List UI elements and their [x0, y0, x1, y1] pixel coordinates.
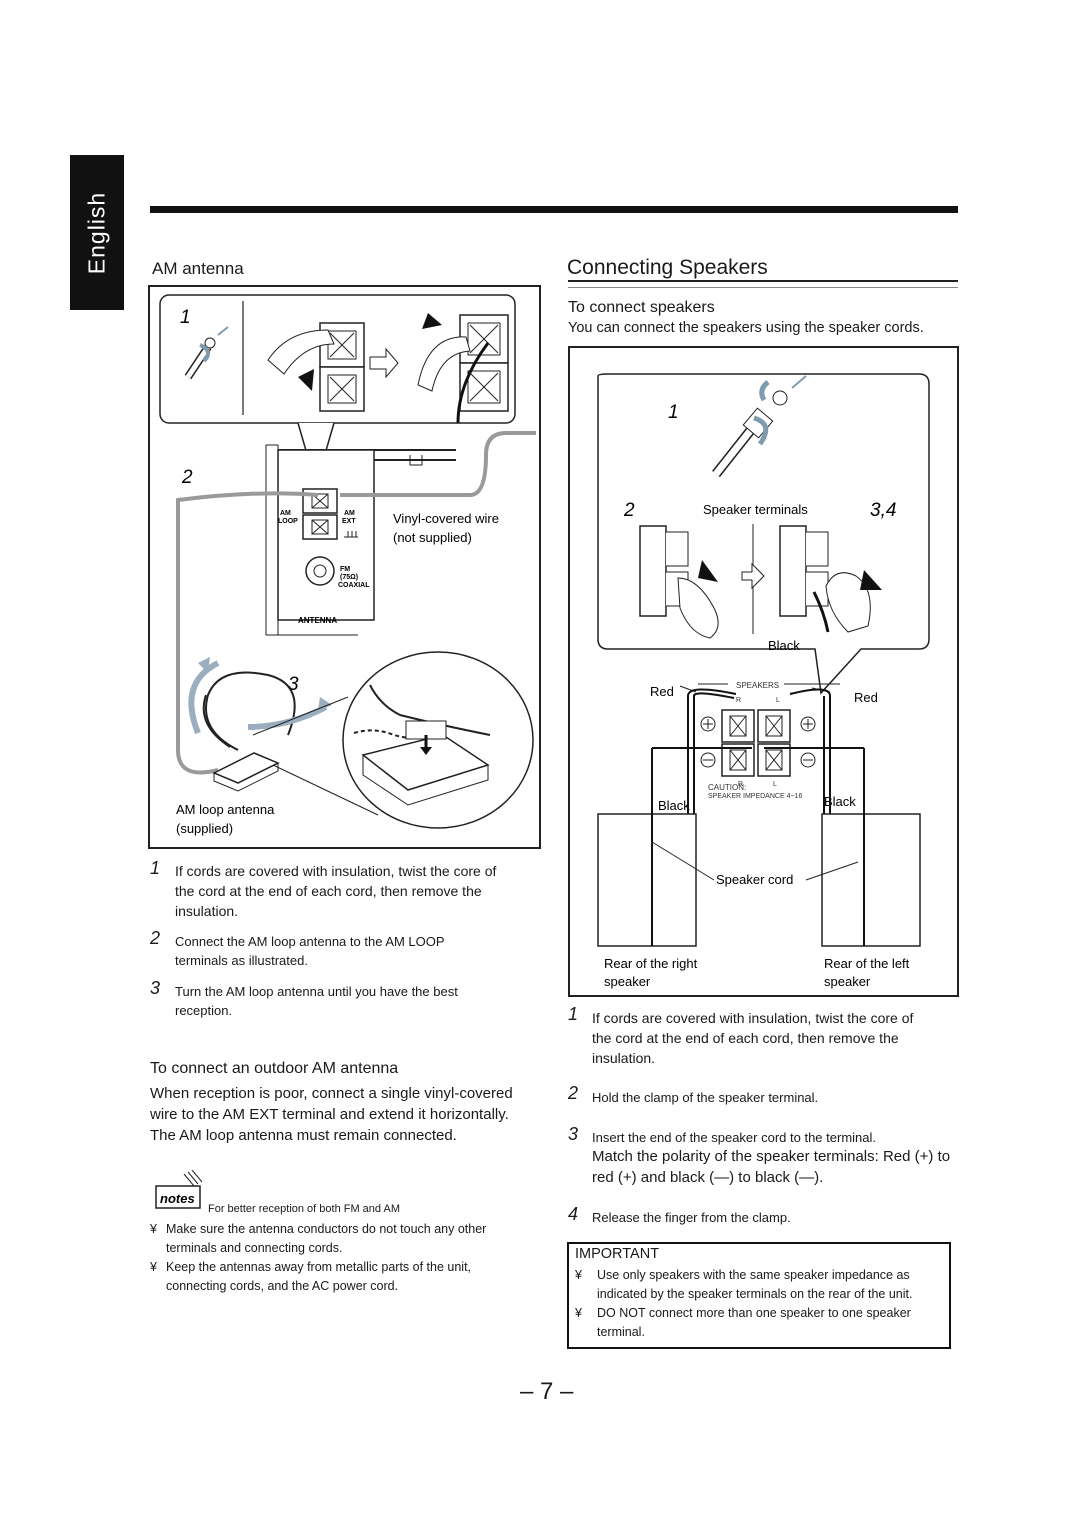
svg-text:EXT: EXT	[342, 518, 356, 525]
am-figure-frame	[148, 285, 541, 849]
svg-text:ANTENNA: ANTENNA	[298, 616, 337, 625]
important-box	[567, 1242, 951, 1349]
vinyl-wire-label-l1: Vinyl-covered wire	[393, 511, 499, 526]
notes-icon: notes	[150, 1169, 210, 1220]
sp-step34-label: 3,4	[870, 500, 896, 521]
black-left-label: Black	[658, 798, 690, 813]
speaker-figure: 1 2 3,4 Speaker terminals Black Red Red …	[568, 346, 959, 997]
language-tab-label: English	[83, 191, 110, 275]
clamp-press-drawing	[267, 313, 509, 424]
svg-text:AM: AM	[280, 510, 291, 517]
sp-step-number-4: 4	[568, 1204, 579, 1224]
wire-twist-icon	[184, 326, 229, 380]
caution-label: CAUTION:	[708, 783, 746, 792]
page-title: Connecting Speakers	[567, 256, 768, 279]
rear-left-label-l1: Rear of the left	[824, 956, 910, 971]
am-step-3-text: Turn the AM loop antenna until you have …	[175, 984, 458, 1018]
svg-text:COAXIAL: COAXIAL	[338, 582, 370, 589]
sp-step-number-2: 2	[568, 1083, 579, 1103]
black-top-label: Black	[768, 638, 800, 653]
polarity-text: Match the polarity of the speaker termin…	[592, 1148, 951, 1186]
terminal-press-left	[639, 525, 719, 639]
connect-speakers-intro: You can connect the speakers using the s…	[568, 320, 924, 336]
sp-step1-label: 1	[668, 402, 679, 423]
note-item: ¥ Make sure the antenna conductors do no…	[150, 1222, 487, 1255]
black-right-label: Black	[824, 794, 856, 809]
svg-text:L: L	[776, 697, 780, 704]
am-step3-label: 3	[288, 674, 299, 695]
speaker-terminal-block	[700, 709, 816, 777]
svg-text:AM: AM	[344, 510, 355, 517]
am-step-number-2: 2	[150, 928, 161, 948]
svg-text:R: R	[736, 697, 741, 704]
sp-step-number-3: 3	[568, 1124, 579, 1144]
loop-detail-circle	[342, 651, 534, 829]
connect-speakers-heading: To connect speakers	[568, 299, 715, 316]
loop-antenna-drawing	[188, 657, 332, 792]
am-antenna-heading: AM antenna	[152, 259, 244, 278]
red-left-label: Red	[650, 684, 674, 699]
page-number: – 7 –	[520, 1378, 574, 1405]
svg-text:LOOP: LOOP	[278, 518, 298, 525]
svg-text:FM: FM	[340, 566, 350, 573]
rear-left-label-l2: speaker	[824, 974, 871, 989]
left-speaker-rear	[821, 813, 921, 947]
terminal-press-right	[779, 525, 882, 633]
outdoor-antenna-heading: To connect an outdoor AM antenna	[150, 1060, 399, 1077]
speaker-cord-label: Speaker cord	[716, 872, 793, 887]
speakers-panel-label: SPEAKERS	[736, 681, 779, 690]
speaker-wire-twist-icon	[712, 375, 807, 478]
vinyl-wire-label-l2: (not supplied)	[393, 530, 472, 545]
am-step-2-text: Connect the AM loop antenna to the AM LO…	[175, 934, 445, 968]
am-terminal-block: AM LOOP AM EXT FM (75Ω) COAXIAL ANTENNA	[278, 488, 370, 625]
outdoor-antenna-text: When reception is poor, connect a single…	[150, 1085, 513, 1144]
am-step2-label: 2	[181, 467, 193, 488]
important-item: ¥ DO NOT connect more than one speaker t…	[575, 1306, 911, 1339]
am-step-1-text: If cords are covered with insulation, tw…	[175, 863, 497, 919]
notes-list: ¥ Make sure the antenna conductors do no…	[150, 1220, 550, 1296]
title-rule-thin	[568, 287, 958, 288]
right-speaker-rear	[597, 813, 697, 947]
important-list: ¥ Use only speakers with the same speake…	[575, 1266, 970, 1342]
am-antenna-figure: 1 2	[148, 285, 541, 849]
sp-step-3-text: Insert the end of the speaker cord to th…	[592, 1130, 876, 1145]
am-step1-label: 1	[180, 307, 191, 328]
impedance-label: SPEAKER IMPEDANCE 4~16	[708, 793, 802, 800]
notes-header: For better reception of both FM and AM	[208, 1203, 400, 1215]
svg-text:(75Ω): (75Ω)	[340, 574, 358, 581]
red-right-label: Red	[854, 690, 878, 705]
am-step-number-1: 1	[150, 858, 161, 878]
important-item: ¥ Use only speakers with the same speake…	[575, 1268, 913, 1301]
note-item: ¥ Keep the antennas away from metallic p…	[150, 1260, 472, 1293]
sp-step-number-1: 1	[568, 1004, 579, 1024]
sp-step-2-text: Hold the clamp of the speaker terminal.	[592, 1090, 819, 1105]
sp-step-4-text: Release the finger from the clamp.	[592, 1210, 791, 1225]
svg-text:notes: notes	[160, 1191, 195, 1206]
svg-text:R: R	[738, 781, 743, 788]
sp-step2-label: 2	[623, 500, 635, 521]
language-tab: English	[70, 155, 124, 310]
speaker-terminals-label: Speaker terminals	[703, 502, 808, 517]
speaker-figure-frame	[568, 346, 959, 997]
rear-right-label-l1: Rear of the right	[604, 956, 698, 971]
am-step-number-3: 3	[150, 978, 161, 998]
svg-text:L: L	[773, 781, 777, 788]
loop-antenna-label-l2: (supplied)	[176, 821, 233, 836]
sp-step-1-text: If cords are covered with insulation, tw…	[592, 1010, 914, 1066]
loop-antenna-label-l1: AM loop antenna	[176, 802, 275, 817]
header-rule	[150, 206, 958, 213]
title-rule	[568, 280, 958, 282]
important-heading: IMPORTANT	[575, 1246, 660, 1262]
rear-right-label-l2: speaker	[604, 974, 651, 989]
